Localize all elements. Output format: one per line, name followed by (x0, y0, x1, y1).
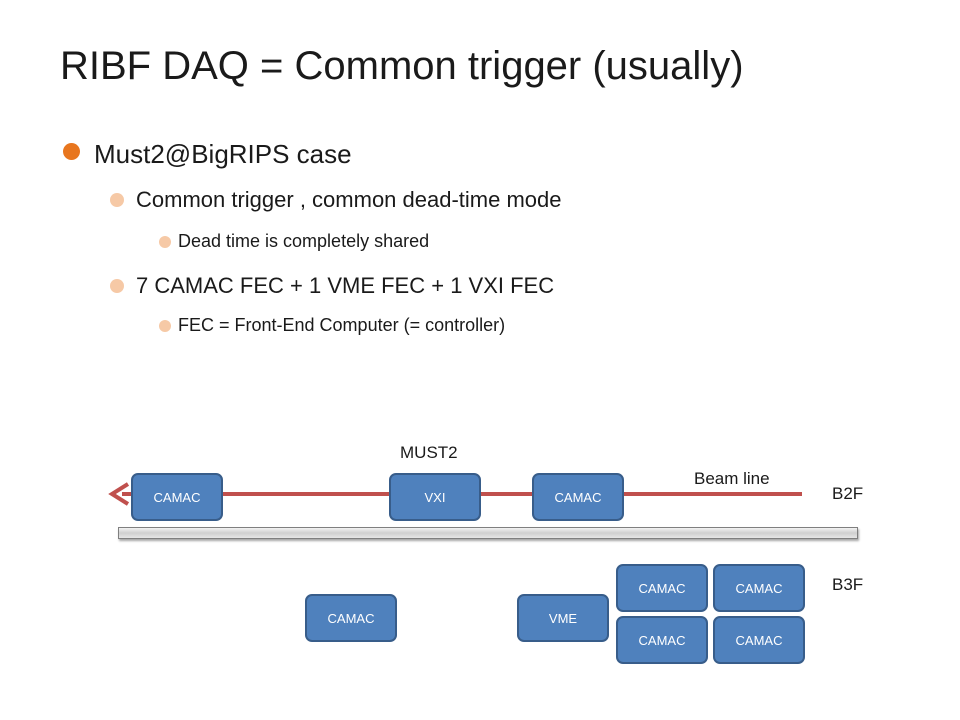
camac-box-b2f-2: CAMAC (532, 473, 624, 521)
bullet-dot-l2 (110, 279, 124, 293)
bullet-dot-l3 (159, 236, 171, 248)
camac-box-b3f-4: CAMAC (616, 616, 708, 664)
bullet-must2-case: Must2@BigRIPS case (94, 139, 352, 169)
bullet-common-trigger: Common trigger , common dead-time mode (136, 187, 562, 212)
vme-box-b3f: VME (517, 594, 609, 642)
bullet-fec-count: 7 CAMAC FEC + 1 VME FEC + 1 VXI FEC (136, 273, 555, 298)
camac-box-b3f-2: CAMAC (616, 564, 708, 612)
camac-box-b3f-3: CAMAC (713, 564, 805, 612)
bullet-dot-l1 (63, 143, 80, 160)
bullet-dot-l2 (110, 193, 124, 207)
slide-title: RIBF DAQ = Common trigger (usually) (60, 44, 744, 88)
bullet-dot-l3 (159, 320, 171, 332)
camac-box-b3f-1: CAMAC (305, 594, 397, 642)
bullet-dead-time-shared: Dead time is completely shared (178, 231, 430, 251)
b3f-label: B3F (832, 575, 864, 594)
floor-separator (118, 527, 858, 539)
camac-box-b3f-5: CAMAC (713, 616, 805, 664)
must2-label: MUST2 (400, 443, 458, 462)
beam-line-label: Beam line (694, 469, 770, 488)
camac-box-b2f-1: CAMAC (131, 473, 223, 521)
b2f-label: B2F (832, 484, 864, 503)
bullet-fec-definition: FEC = Front-End Computer (= controller) (178, 315, 506, 335)
vxi-box-b2f: VXI (389, 473, 481, 521)
